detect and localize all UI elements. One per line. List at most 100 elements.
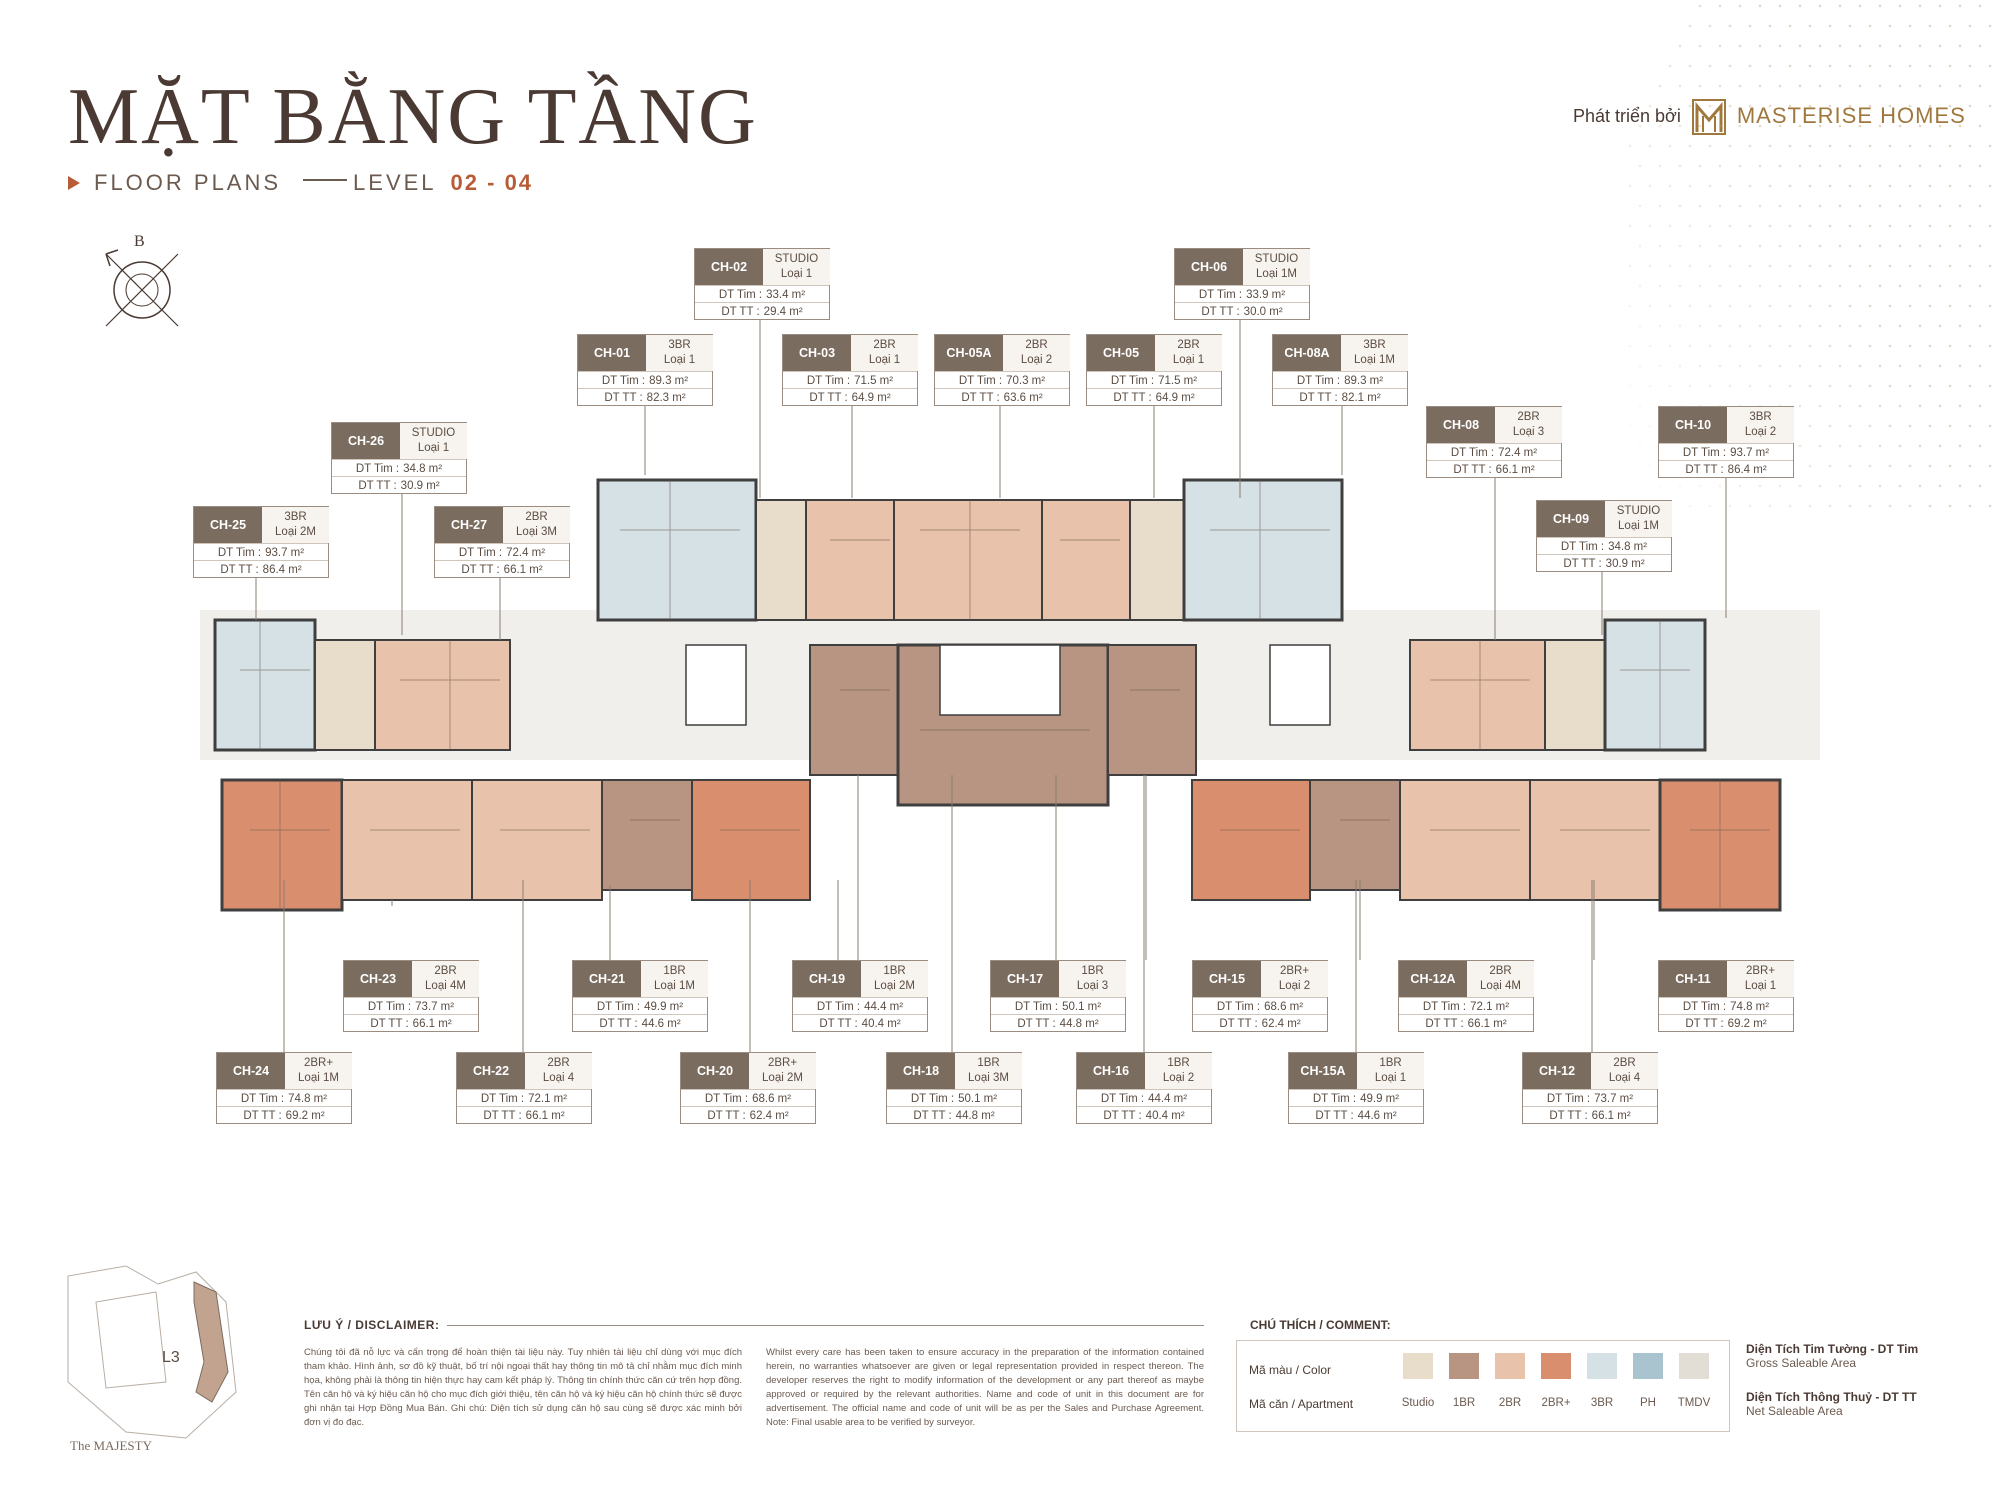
legend-swatch-ph [1633, 1353, 1663, 1379]
gross-area-en: Gross Saleable Area [1746, 1356, 1857, 1370]
unit-gross-area: DT Tim :34.8 m² [332, 459, 466, 477]
unit-gross-area: DT Tim :44.4 m² [793, 997, 927, 1015]
unit-gross-area: DT Tim :44.4 m² [1077, 1089, 1211, 1107]
unit-net-area: DT TT :44.8 m² [991, 1014, 1125, 1032]
unit-net-area: DT TT :69.2 m² [217, 1106, 351, 1124]
stair-left [685, 644, 747, 726]
disclaimer-en: Whilst every care has been taken to ensu… [766, 1347, 1204, 1428]
site-building-label: L3 [162, 1349, 180, 1366]
page-subtitle: FLOOR PLANS LEVEL 02 - 04 [68, 170, 533, 196]
compass-label: B [134, 233, 145, 250]
developer-brand: Phát triển bởi MASTERISE HOMES [1573, 96, 1966, 136]
unit-code: CH-08A [1273, 335, 1341, 371]
legend-color-label: Mã màu / Color [1249, 1363, 1332, 1377]
unit-gross-area: DT Tim :74.8 m² [217, 1089, 351, 1107]
legend-swatch-2br [1495, 1353, 1525, 1379]
unit-net-area: DT TT :30.9 m² [332, 476, 466, 494]
unit-gross-area: DT Tim :72.1 m² [457, 1089, 591, 1107]
unit-gross-area: DT Tim :71.5 m² [783, 371, 917, 389]
unit-code: CH-15 [1193, 961, 1261, 997]
unit-code: CH-01 [578, 335, 646, 371]
unit-net-area: DT TT :66.1 m² [435, 560, 569, 578]
unit-net-area: DT TT :29.4 m² [695, 302, 829, 320]
unit-code: CH-18 [887, 1053, 955, 1089]
unit-code: CH-17 [991, 961, 1059, 997]
decorative-dot-pattern [1628, 4, 1992, 508]
unit-code: CH-20 [681, 1053, 749, 1089]
unit-gross-area: DT Tim :93.7 m² [1659, 443, 1793, 461]
unit-code: CH-27 [435, 507, 503, 543]
unit-ch-16-plan [1107, 644, 1197, 776]
subtitle-divider [303, 179, 348, 181]
unit-net-area: DT TT :66.1 m² [1427, 460, 1561, 478]
masterise-logo-icon [1691, 99, 1726, 135]
unit-type: 2BR+Loại 1M [285, 1053, 352, 1089]
unit-code: CH-11 [1659, 961, 1727, 997]
unit-gross-area: DT Tim :89.3 m² [1273, 371, 1407, 389]
unit-net-area: DT TT :86.4 m² [194, 560, 328, 578]
unit-net-area: DT TT :64.9 m² [1087, 388, 1221, 406]
unit-net-area: DT TT :44.6 m² [573, 1014, 707, 1032]
unit-gross-area: DT Tim :74.8 m² [1659, 997, 1793, 1015]
unit-gross-area: DT Tim :72.1 m² [1399, 997, 1533, 1015]
site-building-highlight [193, 1281, 229, 1403]
project-name: The MAJESTY [70, 1438, 152, 1453]
legend-swatch-label: 2BR+ [1541, 1397, 1571, 1409]
unit-net-area: DT TT :44.6 m² [1289, 1106, 1423, 1124]
unit-ch-20-plan [691, 779, 811, 901]
unit-ch-05-plan [1041, 499, 1131, 621]
page-title: MẶT BẰNG TẦNG [68, 73, 758, 161]
legend-swatch-studio [1403, 1353, 1433, 1379]
elevator-core [939, 644, 1061, 716]
unit-net-area: DT TT :66.1 m² [1399, 1014, 1533, 1032]
unit-code: CH-16 [1077, 1053, 1145, 1089]
legend-swatch-label: 3BR [1590, 1397, 1614, 1409]
net-area-definition: Diện Tích Thông Thuỷ - DT TT Net Saleabl… [1746, 1390, 1917, 1418]
unit-gross-area: DT Tim :50.1 m² [887, 1089, 1021, 1107]
net-area-en: Net Saleable Area [1746, 1404, 1843, 1418]
unit-code: CH-24 [217, 1053, 285, 1089]
subtitle-prefix: FLOOR PLANS [94, 170, 282, 195]
color-legend: Mã màu / Color Mã căn / Apartment Studio… [1236, 1340, 1730, 1432]
unit-gross-area: DT Tim :68.6 m² [1193, 997, 1327, 1015]
unit-net-area: DT TT :40.4 m² [793, 1014, 927, 1032]
unit-code: CH-06 [1175, 249, 1243, 285]
unit-code: CH-09 [1537, 501, 1605, 537]
triangle-bullet-icon [68, 176, 80, 190]
legend-swatch-label: 2BR [1498, 1397, 1522, 1409]
unit-code: CH-12A [1399, 961, 1467, 997]
unit-type: 2BR+Loại 1 [1727, 961, 1794, 997]
legend-title: CHÚ THÍCH / COMMENT: [1250, 1318, 1391, 1332]
unit-type: 2BR+Loại 2M [749, 1053, 816, 1089]
unit-gross-area: DT Tim :49.9 m² [573, 997, 707, 1015]
unit-gross-area: DT Tim :34.8 m² [1537, 537, 1671, 555]
unit-ch-09-plan [1544, 639, 1606, 751]
legend-swatch-label: PH [1640, 1397, 1656, 1409]
unit-ch-22-plan [471, 779, 603, 901]
unit-ch-25-plan [213, 618, 317, 752]
legend-swatch-label: TMDV [1677, 1397, 1711, 1409]
unit-code: CH-26 [332, 423, 400, 459]
unit-code: CH-05A [935, 335, 1003, 371]
